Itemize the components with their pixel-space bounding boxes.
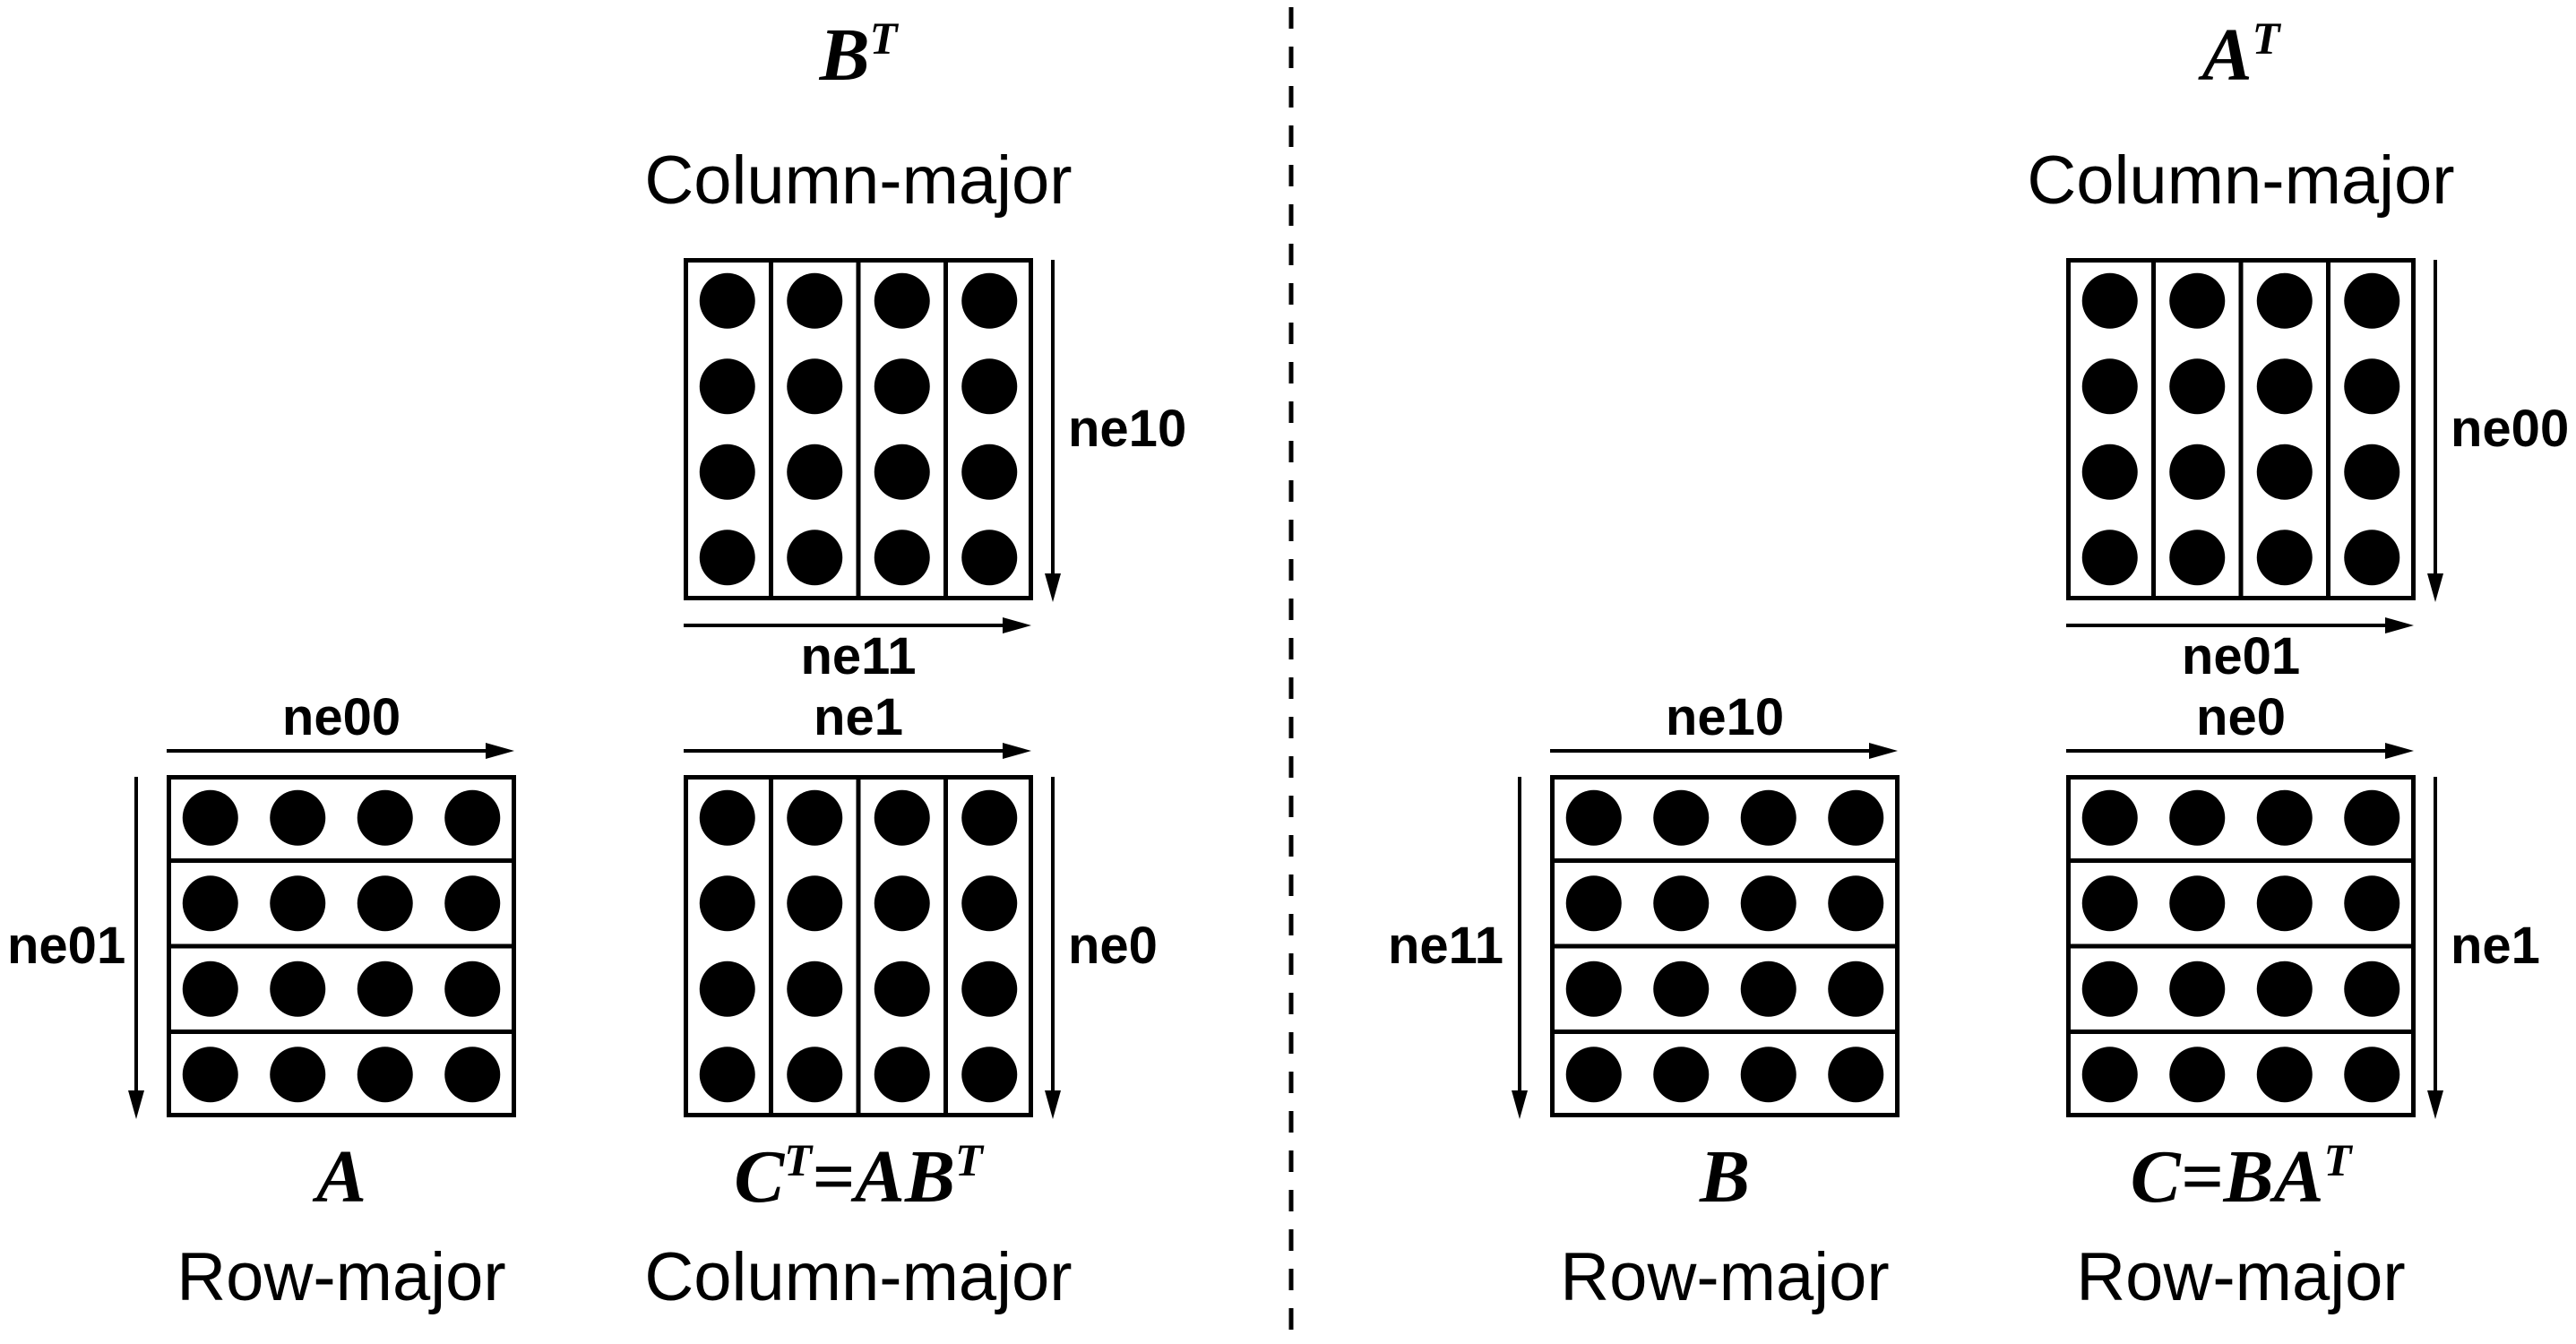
c-arrow-down-icon xyxy=(2427,777,2443,1119)
a-ne00-label: ne00 xyxy=(281,688,401,746)
c-title: C=BAT xyxy=(2130,1135,2352,1219)
ct-ne0-label: ne0 xyxy=(1068,917,1158,975)
bt-arrow-right-icon xyxy=(684,617,1031,633)
at-matrix-grid xyxy=(2066,258,2416,600)
ct-arrow-down-icon xyxy=(1045,777,1061,1119)
c-layout-label: Row-major xyxy=(2076,1239,2406,1315)
a-layout-label: Row-major xyxy=(177,1239,506,1315)
ct-ne1-label: ne1 xyxy=(814,688,903,746)
c-matrix-grid xyxy=(2066,775,2416,1117)
ct-title: CT=ABT xyxy=(734,1135,983,1219)
a-arrow-down-icon xyxy=(128,777,144,1119)
a-ne01-label: ne01 xyxy=(7,917,126,975)
bt-layout-label: Column-major xyxy=(644,142,1073,219)
a-title: A xyxy=(315,1135,367,1219)
b-layout-label: Row-major xyxy=(1560,1239,1890,1315)
a-matrix-grid xyxy=(167,775,516,1117)
at-ne01-label: ne01 xyxy=(2181,627,2301,685)
b-matrix-grid xyxy=(1550,775,1900,1117)
ct-layout-label: Column-major xyxy=(644,1239,1073,1315)
bt-ne11-label: ne11 xyxy=(800,627,917,685)
b-arrow-down-icon xyxy=(1512,777,1528,1119)
c-arrow-right-icon xyxy=(2066,743,2414,759)
at-arrow-right-icon xyxy=(2066,617,2414,633)
b-arrow-right-icon xyxy=(1550,743,1898,759)
c-ne0-label: ne0 xyxy=(2196,688,2286,746)
bt-title: BT xyxy=(819,13,898,97)
b-ne11-label: ne11 xyxy=(1388,917,1503,975)
panel-divider xyxy=(1288,7,1294,1337)
b-title: B xyxy=(1699,1135,1751,1219)
c-ne1-label: ne1 xyxy=(2451,917,2540,975)
bt-ne10-label: ne10 xyxy=(1068,400,1187,458)
at-ne00-label: ne00 xyxy=(2451,400,2570,458)
at-arrow-down-icon xyxy=(2427,260,2443,602)
bt-arrow-down-icon xyxy=(1045,260,1061,602)
at-layout-label: Column-major xyxy=(2027,142,2455,219)
a-arrow-right-icon xyxy=(167,743,514,759)
bt-matrix-grid xyxy=(684,258,1033,600)
at-title: AT xyxy=(2201,13,2280,97)
ct-matrix-grid xyxy=(684,775,1033,1117)
b-ne10-label: ne10 xyxy=(1665,688,1785,746)
ct-arrow-right-icon xyxy=(684,743,1031,759)
